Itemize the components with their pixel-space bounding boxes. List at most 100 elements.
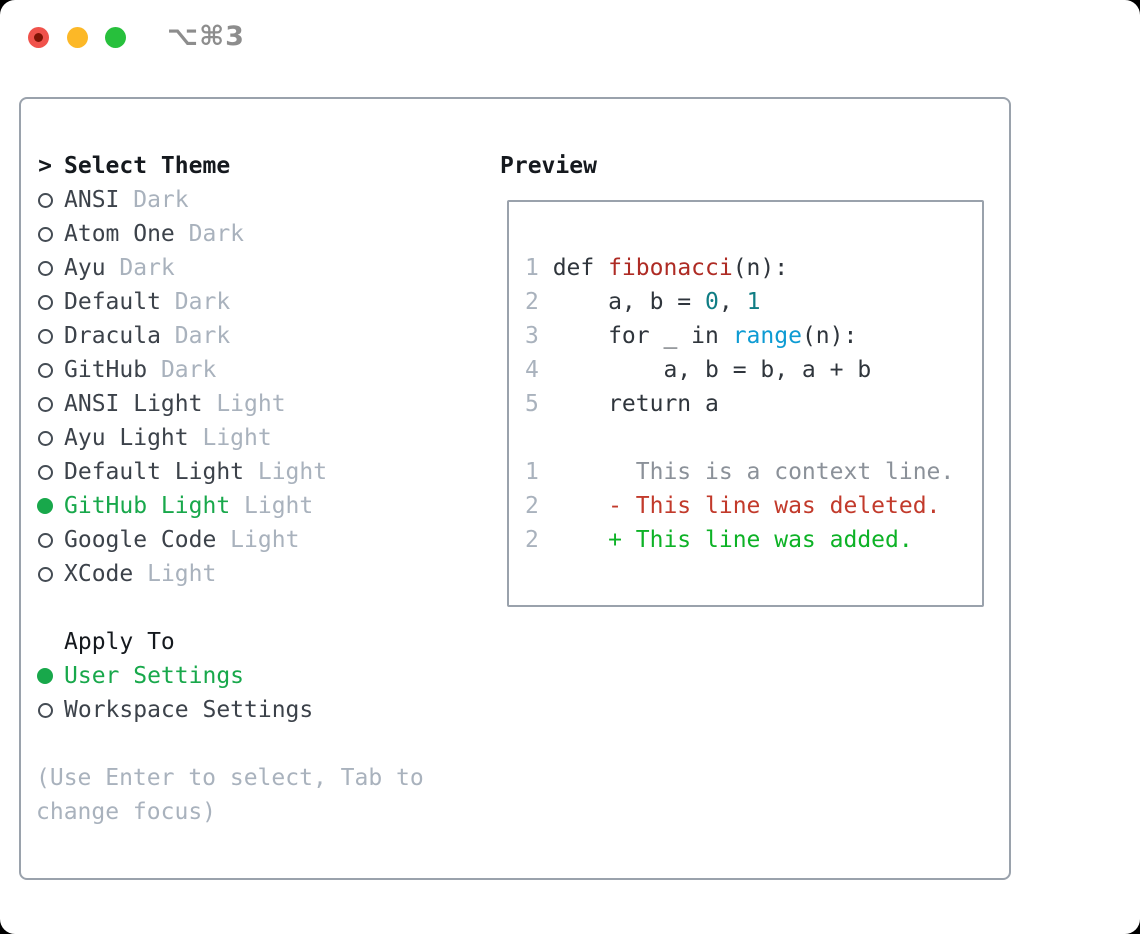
radio-cell <box>36 430 54 446</box>
radio-cell <box>36 226 54 242</box>
theme-variant-label: Dark <box>147 357 217 383</box>
close-button[interactable] <box>28 27 49 48</box>
theme-option-ansi-light[interactable]: ANSI Light Light <box>36 387 327 421</box>
maximize-button[interactable] <box>105 27 126 48</box>
theme-variant-label: Light <box>133 561 217 587</box>
code-token: fibonacci <box>608 255 733 281</box>
apply-option-label: User Settings <box>64 663 245 689</box>
selection-caret-icon: > <box>38 153 52 179</box>
radio-cell <box>36 362 54 378</box>
code-token: a, b = b, a + b <box>552 357 872 383</box>
theme-option-default-light[interactable]: Default Light Light <box>36 455 327 489</box>
code-token: return a <box>552 391 719 417</box>
line-number: 1 <box>525 255 539 281</box>
theme-option-label: XCode <box>64 561 134 587</box>
line-number: 4 <box>525 357 539 383</box>
code-token: range <box>732 323 802 349</box>
code-token: (n): <box>732 255 789 281</box>
code-token: 0 <box>705 289 719 315</box>
apply-to-header: Apply To <box>36 625 313 659</box>
radio-cell <box>36 532 54 548</box>
radio-cell <box>36 328 54 344</box>
line-number: 2 <box>525 493 539 519</box>
preview-line: 5 return a <box>525 387 982 421</box>
theme-variant-label: Dark <box>119 187 189 213</box>
theme-option-label: GitHub Light <box>64 493 231 519</box>
theme-variant-label: Dark <box>160 289 231 315</box>
window-title: ⌥⌘3 <box>167 21 245 52</box>
theme-variant-label: Light <box>202 391 286 417</box>
apply-to-title: Apply To <box>64 629 175 655</box>
apply-option-user-settings[interactable]: User Settings <box>36 659 313 693</box>
line-number: 3 <box>525 323 539 349</box>
theme-option-label: ANSI <box>64 187 120 213</box>
theme-option-label: ANSI Light <box>64 391 203 417</box>
theme-variant-label: Light <box>216 527 300 553</box>
radio-unselected-icon <box>37 430 53 446</box>
radio-unselected-icon <box>37 464 53 480</box>
preview-line: 1 This is a context line. <box>525 455 982 489</box>
radio-selected-icon <box>37 668 53 684</box>
radio-cell <box>36 702 54 718</box>
select-theme-header: > Select Theme <box>36 149 327 183</box>
theme-option-google-code[interactable]: Google Code Light <box>36 523 327 557</box>
preview-line: 2 - This line was deleted. <box>525 489 982 523</box>
radio-unselected-icon <box>37 226 53 242</box>
radio-cell <box>36 566 54 582</box>
theme-option-label: Google Code <box>64 527 217 553</box>
hint-text: (Use Enter to select, Tab to change focu… <box>36 765 424 825</box>
theme-option-label: Ayu Light <box>64 425 189 451</box>
code-token: (n): <box>801 323 858 349</box>
code-token: , <box>718 289 747 315</box>
theme-option-label: Default <box>64 289 161 315</box>
radio-cell <box>36 464 54 480</box>
theme-option-label: Default Light <box>64 459 245 485</box>
line-number: 5 <box>525 391 539 417</box>
theme-option-label: GitHub <box>64 357 148 383</box>
preview-line: 3 for _ in range(n): <box>525 319 982 353</box>
preview-line: 2 + This line was added. <box>525 523 982 557</box>
minimize-button[interactable] <box>67 27 88 48</box>
radio-unselected-icon <box>37 532 53 548</box>
preview-line <box>525 421 982 455</box>
theme-option-ansi[interactable]: ANSI Dark <box>36 183 327 217</box>
radio-cell <box>36 192 54 208</box>
theme-option-xcode[interactable]: XCode Light <box>36 557 327 591</box>
radio-cell <box>36 498 54 514</box>
theme-variant-label: Dark <box>160 323 231 349</box>
radio-unselected-icon <box>37 192 53 208</box>
theme-option-label: Ayu <box>64 255 106 281</box>
code-token: def <box>552 255 609 281</box>
theme-option-atom-one[interactable]: Atom One Dark <box>36 217 327 251</box>
theme-option-dracula[interactable]: Dracula Dark <box>36 319 327 353</box>
code-token: for _ in <box>552 323 733 349</box>
theme-variant-label: Light <box>188 425 272 451</box>
theme-option-ayu-light[interactable]: Ayu Light Light <box>36 421 327 455</box>
code-token: - This line was deleted. <box>552 493 941 519</box>
radio-unselected-icon <box>37 294 53 310</box>
theme-variant-label: Dark <box>174 221 245 247</box>
code-token: This is a context line. <box>552 459 955 485</box>
apply-option-workspace-settings[interactable]: Workspace Settings <box>36 693 313 727</box>
theme-variant-label: Light <box>230 493 314 519</box>
line-number: 2 <box>525 527 539 553</box>
radio-unselected-icon <box>37 702 53 718</box>
radio-cell <box>36 260 54 276</box>
radio-unselected-icon <box>37 396 53 412</box>
theme-option-github-light[interactable]: GitHub Light Light <box>36 489 327 523</box>
theme-option-label: Dracula <box>64 323 161 349</box>
theme-variant-label: Light <box>244 459 328 485</box>
radio-cell <box>36 396 54 412</box>
code-token: a, b = <box>552 289 706 315</box>
radio-selected-icon <box>37 498 53 514</box>
theme-option-default[interactable]: Default Dark <box>36 285 327 319</box>
radio-unselected-icon <box>37 260 53 276</box>
select-theme-title: Select Theme <box>64 153 231 179</box>
theme-option-github[interactable]: GitHub Dark <box>36 353 327 387</box>
line-number: 2 <box>525 289 539 315</box>
theme-option-ayu[interactable]: Ayu Dark <box>36 251 327 285</box>
radio-cell <box>36 294 54 310</box>
